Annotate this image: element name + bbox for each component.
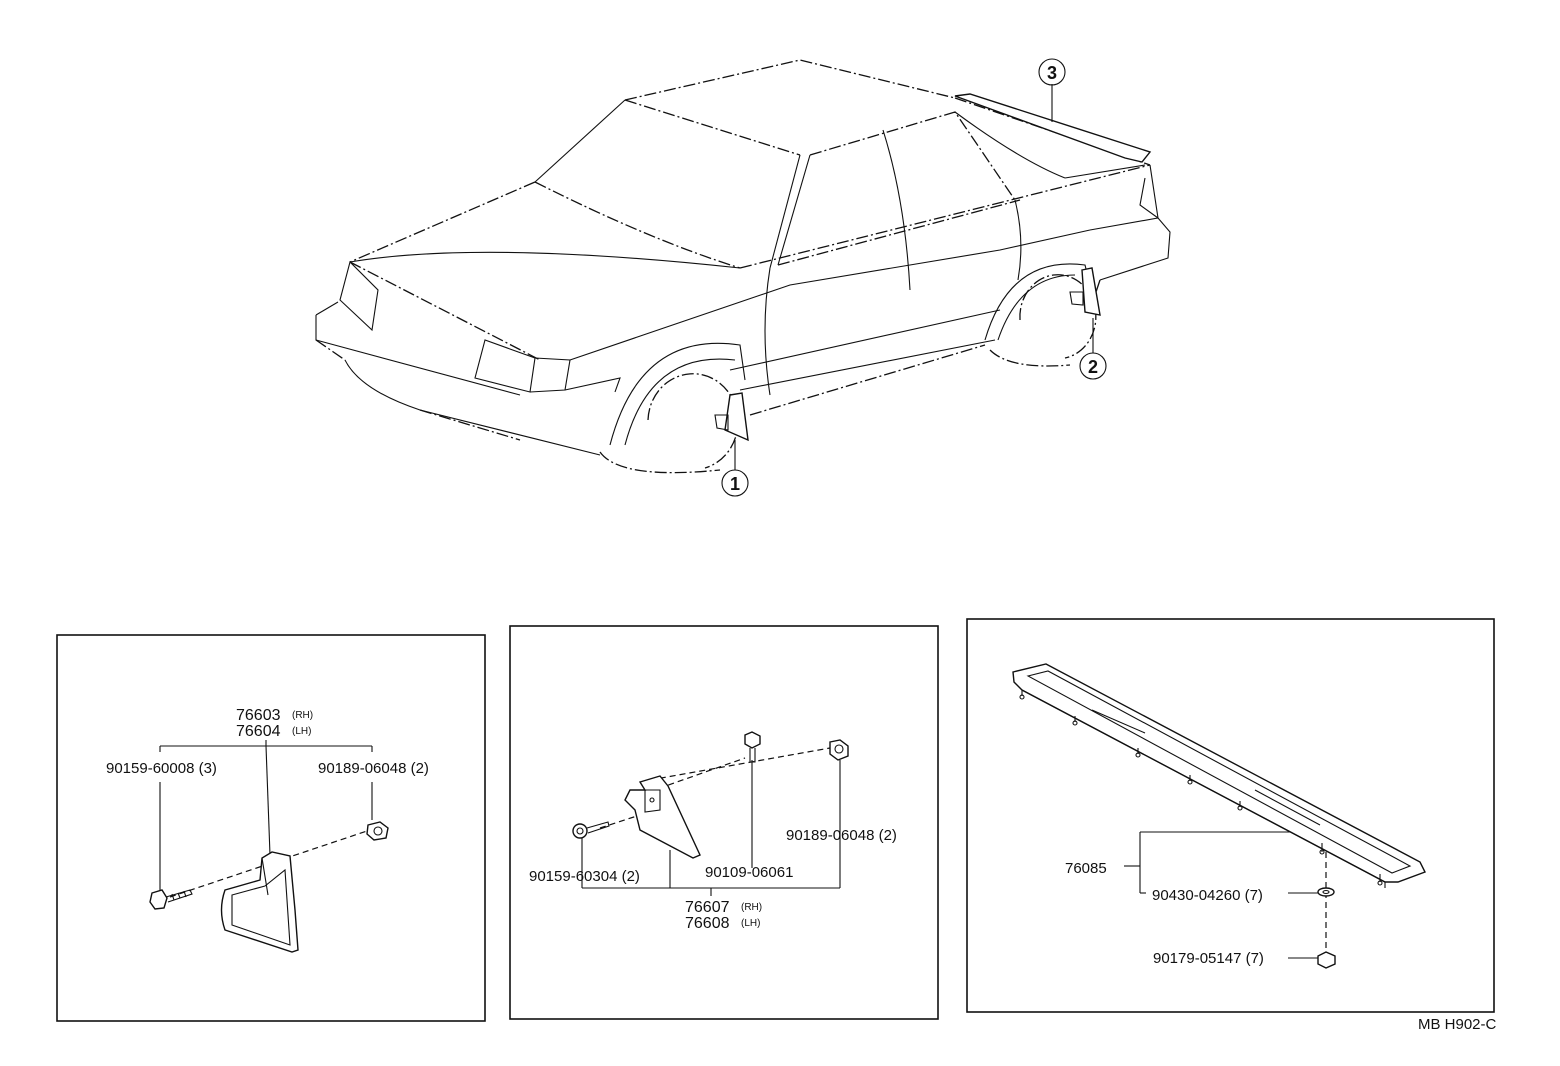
part-number-lh: 76608 — [685, 915, 730, 932]
part-suffix-rh: (RH) — [741, 902, 762, 913]
front-mudguard — [220, 851, 299, 953]
callout-2: 2 — [1079, 352, 1107, 380]
callout-1: 1 — [721, 469, 749, 497]
part-number-rh: 76603 — [236, 707, 281, 724]
diagram-code: MB H902-C — [1418, 1016, 1497, 1033]
front-mudguard-outline — [724, 392, 749, 442]
bolt-label: 90109-06061 — [705, 864, 793, 881]
part-suffix-lh: (LH) — [292, 726, 311, 737]
panel-frame — [509, 625, 939, 1020]
panel-frame — [56, 634, 486, 1022]
washer — [1317, 887, 1335, 897]
nut-label: 90179-05147 (7) — [1153, 950, 1264, 967]
panel-rear-spoiler: 76085 90430-04260 (7) 90179-05147 (7) — [966, 618, 1495, 1013]
part-suffix-lh: (LH) — [741, 918, 760, 929]
rear-spoiler-outline — [954, 93, 1152, 163]
panel-front-mudguard: 76603 (RH) 76604 (LH) 90159-60008 (3) 90… — [56, 634, 486, 1022]
callout-3: 3 — [1038, 58, 1066, 86]
clip-nut — [829, 739, 849, 761]
part-number-rh: 76607 — [685, 899, 730, 916]
nut — [1317, 951, 1336, 969]
screw-label: 90159-60008 (3) — [106, 760, 217, 777]
tapping-screw — [572, 821, 610, 839]
svg-text:3: 3 — [1047, 63, 1057, 83]
rear-mudguard-outline — [1081, 267, 1101, 316]
svg-text:1: 1 — [730, 474, 740, 494]
part-suffix-rh: (RH) — [292, 710, 313, 721]
car-overview — [315, 59, 1171, 474]
nut-label: 90189-06048 (2) — [786, 827, 897, 844]
panel-rear-mudguard: 90189-06048 (2) 90159-60304 (2) 90109-06… — [509, 625, 939, 1020]
tapping-screw — [149, 889, 193, 910]
nut-label: 90189-06048 (2) — [318, 760, 429, 777]
bolt — [744, 731, 761, 763]
screw-label: 90159-60304 (2) — [529, 868, 640, 885]
rear-mudguard — [624, 775, 701, 859]
rear-spoiler — [1012, 663, 1426, 888]
panel-frame — [966, 618, 1495, 1013]
washer-label: 90430-04260 (7) — [1152, 887, 1263, 904]
spoiler-label: 76085 — [1065, 860, 1107, 877]
clip-nut — [366, 821, 389, 841]
svg-text:2: 2 — [1088, 357, 1098, 377]
part-number-lh: 76604 — [236, 723, 281, 740]
